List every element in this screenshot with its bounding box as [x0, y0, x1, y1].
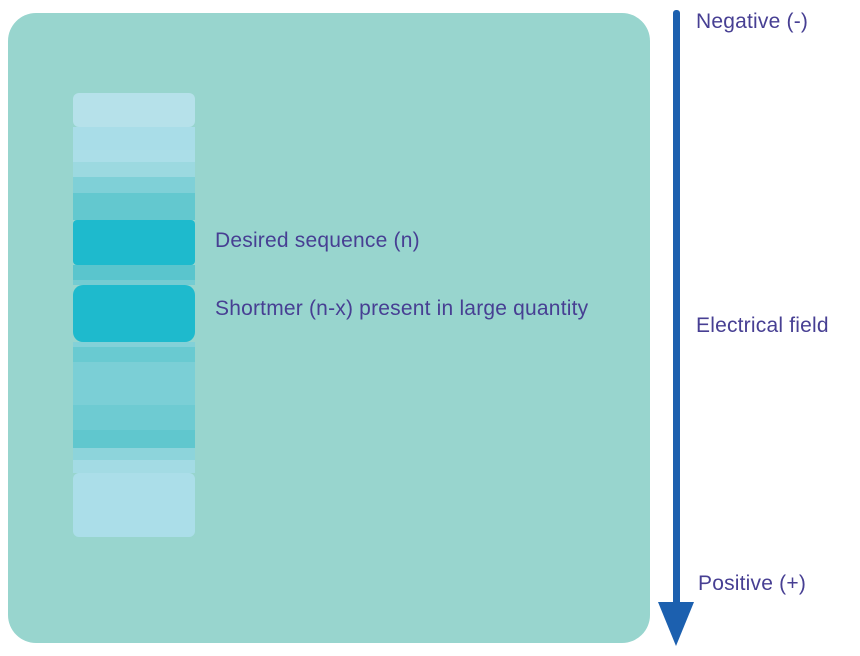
- medium-band: [73, 280, 195, 285]
- faint-band: [73, 93, 195, 127]
- gel-panel: [8, 13, 650, 643]
- medium-band: [73, 193, 195, 220]
- medium-band: [73, 347, 195, 362]
- shortmer-band: [73, 285, 195, 342]
- shortmer-label: Shortmer (n-x) present in large quantity: [215, 297, 589, 320]
- faint-band: [73, 448, 195, 460]
- negative-terminal-label: Negative (-): [696, 10, 809, 33]
- electrical-field-label: Electrical field: [696, 314, 829, 337]
- medium-band: [73, 362, 195, 405]
- faint-band: [73, 460, 195, 473]
- medium-band: [73, 405, 195, 430]
- faint-band: [73, 127, 195, 150]
- faint-band: [73, 473, 195, 537]
- faint-band: [73, 162, 195, 177]
- arrow-down-icon: [658, 602, 694, 646]
- faint-band: [73, 150, 195, 162]
- electric-field-arrow-line: [673, 10, 680, 606]
- medium-band: [73, 342, 195, 347]
- medium-band: [73, 430, 195, 448]
- desired-sequence-band: [73, 220, 195, 265]
- gel-lane: [73, 93, 195, 537]
- medium-band: [73, 265, 195, 280]
- medium-band: [73, 177, 195, 193]
- desired-sequence-label: Desired sequence (n): [215, 229, 420, 252]
- positive-terminal-label: Positive (+): [698, 572, 807, 595]
